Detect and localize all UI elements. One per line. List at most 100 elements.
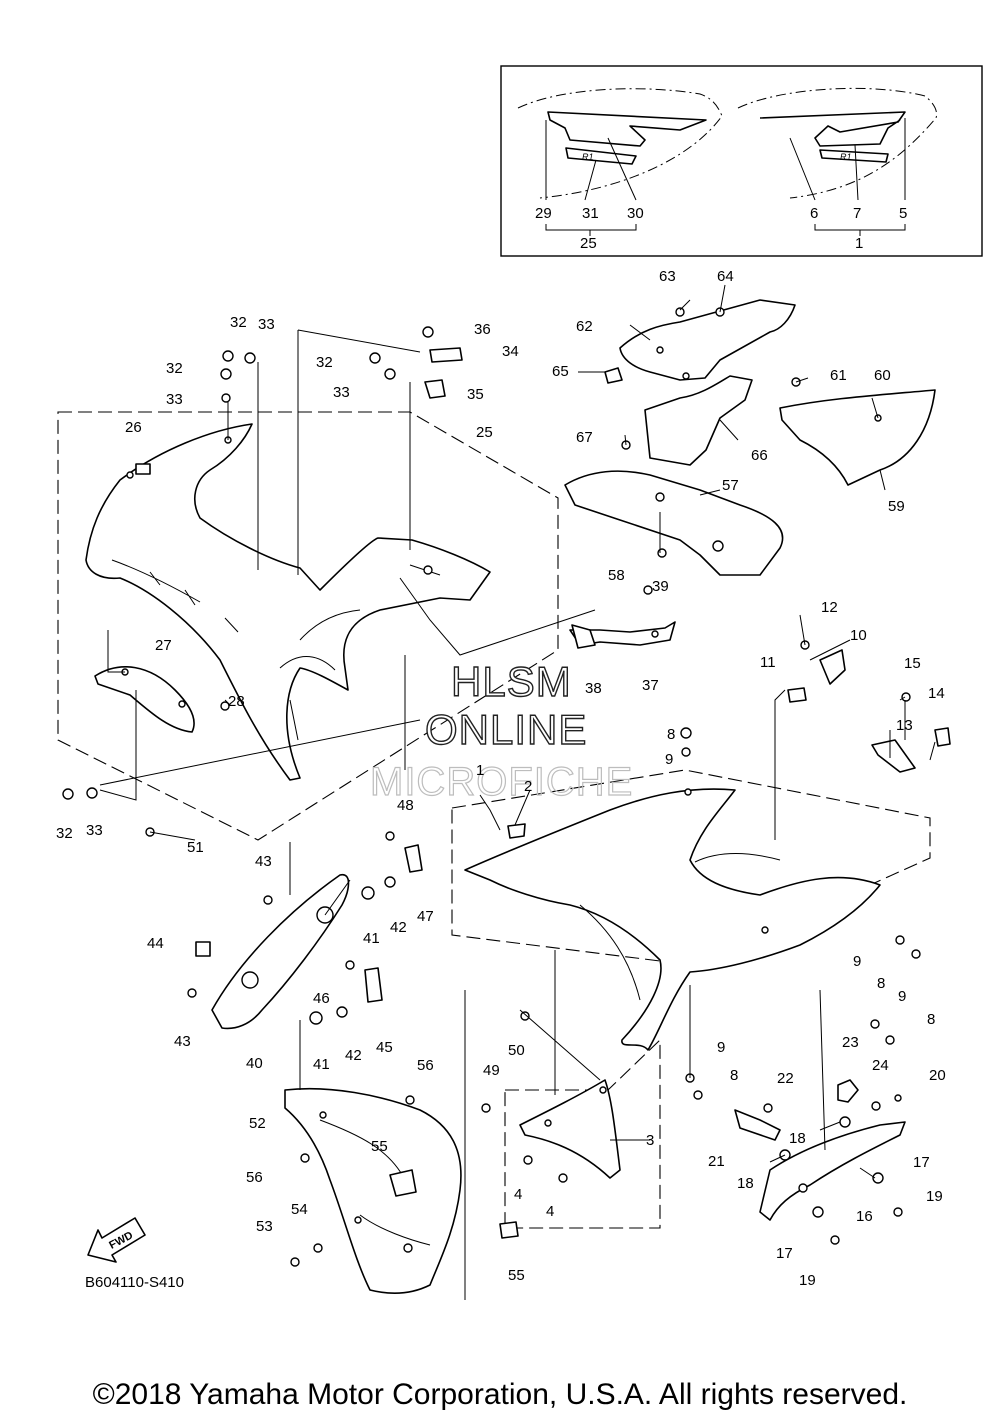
part-number: 45 bbox=[376, 1039, 393, 1056]
part-number: 16 bbox=[856, 1208, 873, 1225]
bracket-3 bbox=[519, 1079, 621, 1179]
part-number: 33 bbox=[333, 384, 350, 401]
part-number: 5 bbox=[899, 205, 907, 222]
hardware bbox=[62, 307, 951, 1267]
part-number: 59 bbox=[888, 498, 905, 515]
part-number: 17 bbox=[776, 1245, 793, 1262]
part-numbers: 29 31 30 25 6 7 5 1 32 33 32 33 36 32 34… bbox=[56, 205, 946, 1289]
part-number: 13 bbox=[896, 717, 913, 734]
part-number: 8 bbox=[877, 975, 885, 992]
part-number: 6 bbox=[810, 205, 818, 222]
part-number: 4 bbox=[514, 1186, 522, 1203]
decal-inset: R1 R1 bbox=[500, 65, 983, 257]
part-number: 19 bbox=[799, 1272, 816, 1289]
part-number: 66 bbox=[751, 447, 768, 464]
part-number: 51 bbox=[187, 839, 204, 856]
part-number: 33 bbox=[258, 316, 275, 333]
part-number: 33 bbox=[166, 391, 183, 408]
part-number: 8 bbox=[927, 1011, 935, 1028]
part-number: 44 bbox=[147, 935, 164, 952]
part-number: 30 bbox=[627, 205, 644, 222]
part-number: 28 bbox=[228, 693, 245, 710]
part-number: 55 bbox=[508, 1267, 525, 1284]
part-number: 1 bbox=[855, 235, 863, 252]
part-number: 12 bbox=[821, 599, 838, 616]
part-number: 32 bbox=[56, 825, 73, 842]
part-number: 58 bbox=[608, 567, 625, 584]
side-cowling bbox=[464, 788, 881, 1051]
part-number: 41 bbox=[363, 930, 380, 947]
bracket-16 bbox=[734, 1079, 906, 1221]
part-number: 52 bbox=[249, 1115, 266, 1132]
part-number: 10 bbox=[850, 627, 867, 644]
part-number: 61 bbox=[830, 367, 847, 384]
part-number: 57 bbox=[722, 477, 739, 494]
part-number: 9 bbox=[665, 751, 673, 768]
part-number: 54 bbox=[291, 1201, 308, 1218]
svg-text:R1: R1 bbox=[582, 152, 594, 162]
upper-cowling bbox=[85, 423, 491, 781]
part-number: 49 bbox=[483, 1062, 500, 1079]
part-number: 33 bbox=[86, 822, 103, 839]
part-number: 3 bbox=[646, 1132, 654, 1149]
part-number: 56 bbox=[417, 1057, 434, 1074]
part-number: 65 bbox=[552, 363, 569, 380]
under-cowling bbox=[284, 1087, 462, 1295]
part-number: 31 bbox=[582, 205, 599, 222]
inner-panel bbox=[94, 666, 195, 733]
part-number: 27 bbox=[155, 637, 172, 654]
watermark: HLSM ONLINE MICROFICHE bbox=[369, 657, 633, 804]
part-number: 40 bbox=[246, 1055, 263, 1072]
part-number: 18 bbox=[737, 1175, 754, 1192]
part-number: 62 bbox=[576, 318, 593, 335]
part-number: 60 bbox=[874, 367, 891, 384]
part-number: 53 bbox=[256, 1218, 273, 1235]
part-number: 18 bbox=[789, 1130, 806, 1147]
part-number: 34 bbox=[502, 343, 519, 360]
part-number: 24 bbox=[872, 1057, 889, 1074]
diagram-code: B604110-S410 bbox=[85, 1274, 184, 1291]
part-number: 17 bbox=[913, 1154, 930, 1171]
side-panel-40 bbox=[211, 874, 350, 1030]
part-number: 9 bbox=[898, 988, 906, 1005]
part-number: 23 bbox=[842, 1034, 859, 1051]
part-number: 19 bbox=[926, 1188, 943, 1205]
part-number: 32 bbox=[166, 360, 183, 377]
watermark-line1: HLSM bbox=[451, 658, 572, 705]
part-number: 14 bbox=[928, 685, 945, 702]
part-number: 64 bbox=[717, 268, 734, 285]
part-number: 41 bbox=[313, 1056, 330, 1073]
part-number: 11 bbox=[760, 654, 776, 671]
part-number: 25 bbox=[476, 424, 493, 441]
part-number: 2 bbox=[524, 778, 532, 795]
part-number: 1 bbox=[476, 762, 484, 779]
part-number: 67 bbox=[576, 429, 593, 446]
part-number: 55 bbox=[371, 1138, 388, 1155]
watermark-line3: MICROFICHE bbox=[370, 760, 633, 804]
part-number: 26 bbox=[125, 419, 142, 436]
leader-lines bbox=[99, 284, 936, 1300]
part-number: 9 bbox=[717, 1039, 725, 1056]
fwd-arrow-icon: FWD bbox=[87, 1217, 146, 1263]
part-number: 8 bbox=[667, 726, 675, 743]
part-number: 4 bbox=[546, 1203, 554, 1220]
part-number: 50 bbox=[508, 1042, 525, 1059]
part-number: 37 bbox=[642, 677, 659, 694]
part-number: 8 bbox=[730, 1067, 738, 1084]
part-number: 46 bbox=[313, 990, 330, 1007]
part-number: 38 bbox=[585, 680, 602, 697]
part-number: 7 bbox=[853, 205, 861, 222]
part-number: 43 bbox=[255, 853, 272, 870]
part-number: 35 bbox=[467, 386, 484, 403]
part-number: 42 bbox=[390, 919, 407, 936]
part-number: 43 bbox=[174, 1033, 191, 1050]
part-number: 9 bbox=[853, 953, 861, 970]
part-number: 25 bbox=[580, 235, 597, 252]
part-number: 48 bbox=[397, 797, 414, 814]
copyright-notice: ©2018 Yamaha Motor Corporation, U.S.A. A… bbox=[92, 1378, 908, 1411]
part-number: 39 bbox=[652, 578, 669, 595]
part-number: 15 bbox=[904, 655, 921, 672]
part-number: 22 bbox=[777, 1070, 794, 1087]
part-number: 29 bbox=[535, 205, 552, 222]
